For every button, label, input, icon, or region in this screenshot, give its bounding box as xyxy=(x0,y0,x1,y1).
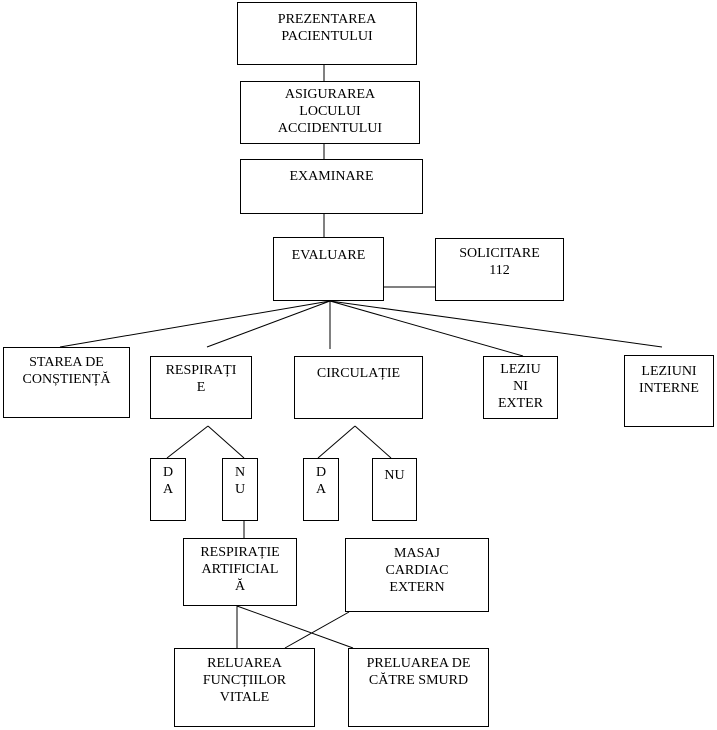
connector-respiratie-fork-nu xyxy=(207,425,245,459)
node-respiratie-da: D A xyxy=(150,458,186,521)
connector-masaj-to-reluarea xyxy=(284,611,350,649)
connector-evaluare-to-respiratie xyxy=(206,300,331,348)
node-prezentarea-pacientului: PREZENTAREA PACIENTULUI xyxy=(237,2,417,65)
node-leziuni-externe: LEZIU NI EXTER xyxy=(483,356,558,419)
connector-circulatie-fork-nu xyxy=(354,425,392,459)
connector-respiratie-artificiala-to-preluarea xyxy=(236,605,354,649)
node-evaluare: EVALUARE xyxy=(273,237,384,301)
connector-respiratie-fork-da xyxy=(166,425,209,459)
node-examinare: EXAMINARE xyxy=(240,159,423,214)
node-preluarea-de-catre-smurd: PRELUAREA DE CĂTRE SMURD xyxy=(348,648,489,727)
node-respiratie: RESPIRAȚI E xyxy=(150,356,252,419)
connector-circulatie-fork-da xyxy=(317,425,356,459)
node-solicitare-112: SOLICITARE 112 xyxy=(435,238,564,301)
node-starea-de-constienta: STAREA DE CONȘTIENȚĂ xyxy=(3,347,130,418)
node-circulatie: CIRCULAȚIE xyxy=(294,356,423,419)
node-asigurarea-locului: ASIGURAREA LOCULUI ACCIDENTULUI xyxy=(240,81,420,144)
node-circulatie-da: D A xyxy=(303,458,339,521)
node-masaj-cardiac-extern: MASAJ CARDIAC EXTERN xyxy=(345,538,489,612)
connector-evaluare-to-starea xyxy=(59,300,331,348)
node-reluarea-functiilor-vitale: RELUAREA FUNCȚIILOR VITALE xyxy=(174,648,315,727)
node-respiratie-nu: N U xyxy=(222,458,258,521)
node-circulatie-nu: NU xyxy=(372,458,417,521)
connector-evaluare-to-leziuni-externe xyxy=(329,300,524,357)
connector-evaluare-to-leziuni-interne xyxy=(329,300,663,348)
node-leziuni-interne: LEZIUNI INTERNE xyxy=(624,355,714,427)
node-respiratie-artificiala: RESPIRAȚIE ARTIFICIAL Ă xyxy=(183,538,297,606)
